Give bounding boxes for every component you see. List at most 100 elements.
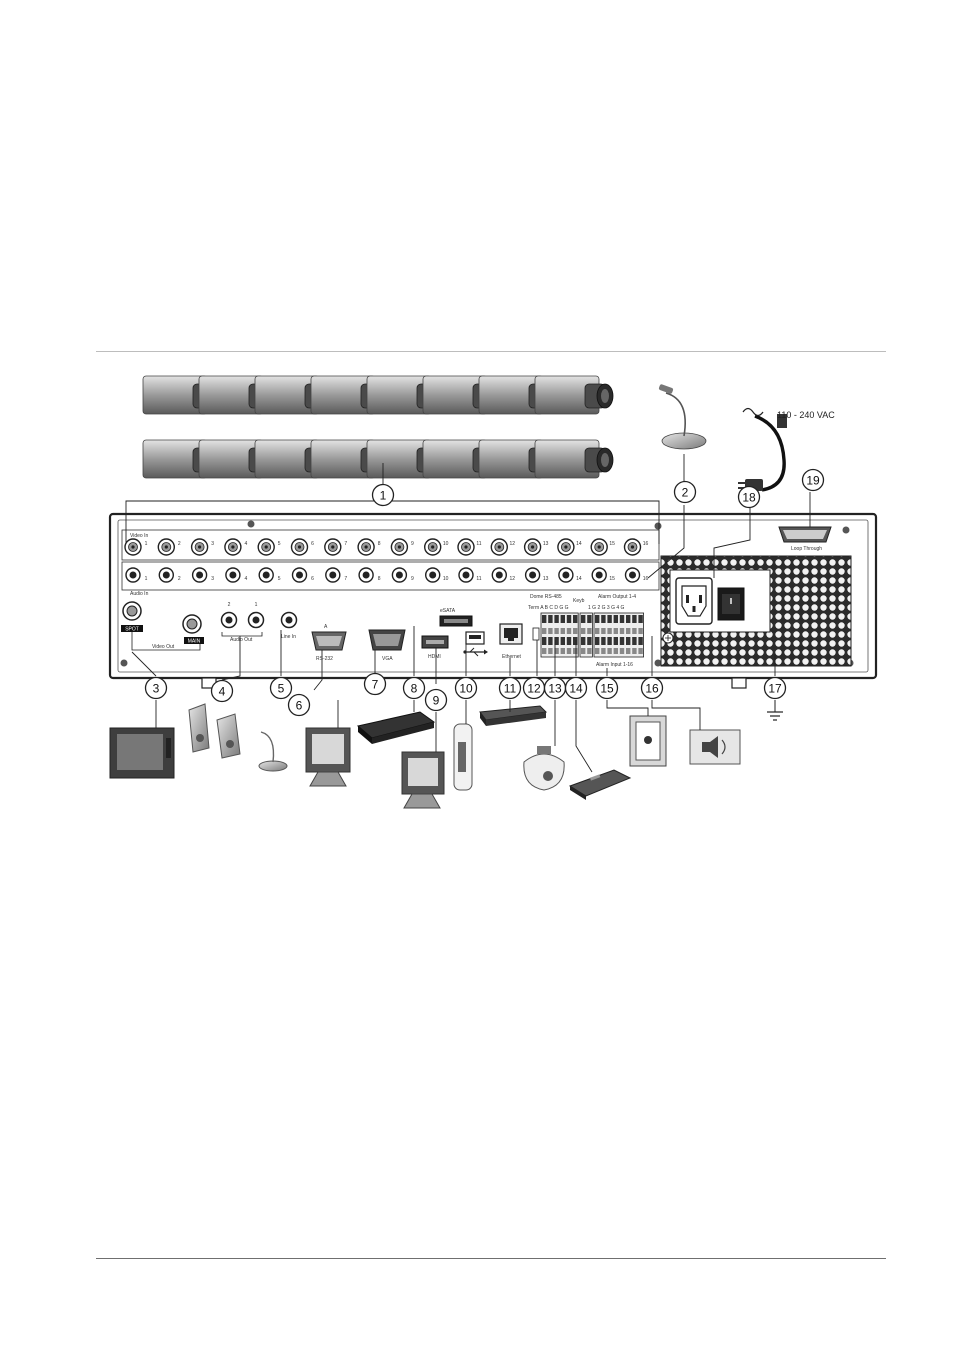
loop-through-port[interactable] (778, 526, 832, 543)
audio-in-number: 2 (178, 576, 181, 582)
rs232-label: RS-232 (316, 656, 333, 662)
video-in-port[interactable] (324, 538, 342, 556)
audio-in-port[interactable] (491, 567, 507, 583)
video-in-port[interactable] (257, 538, 275, 556)
video-in-number: 9 (411, 541, 414, 547)
audio-in-port[interactable] (325, 567, 341, 583)
ethernet-port[interactable] (499, 623, 523, 645)
audio-in-number: 9 (411, 576, 414, 582)
audio-in-port[interactable] (591, 567, 607, 583)
monitor-icon (305, 727, 351, 787)
line-in-label: Line In (281, 634, 296, 640)
audio-in-port[interactable] (458, 567, 474, 583)
callout-11: 11 (498, 676, 522, 700)
video-in-port[interactable] (190, 538, 209, 556)
footer-rule (96, 1258, 886, 1259)
audio-in-port[interactable] (158, 567, 175, 583)
video-in-number: 8 (378, 541, 381, 547)
camera-array (142, 375, 614, 479)
monitor-icon (109, 727, 175, 779)
svg-text:3: 3 (153, 682, 160, 696)
callout-14: 14 (564, 676, 588, 700)
video-in-port[interactable] (124, 538, 142, 556)
svg-text:4: 4 (219, 685, 226, 699)
svg-text:15: 15 (600, 682, 614, 696)
video-in-number: 5 (278, 541, 281, 547)
keyb-label: Keyb (573, 598, 585, 604)
callout-13: 13 (543, 676, 567, 700)
rs232-port[interactable] (311, 631, 347, 651)
ground-icon (767, 700, 783, 721)
callout-3: 3 (144, 676, 168, 700)
video-in-port[interactable] (357, 538, 375, 556)
video-in-number: 1 (145, 541, 148, 547)
audio-in-port[interactable] (258, 567, 274, 583)
video-in-number: 12 (510, 541, 516, 547)
svg-text:19: 19 (806, 474, 820, 488)
power-inlet[interactable] (675, 577, 713, 625)
video-in-port[interactable] (224, 538, 242, 556)
video-out-spot-port[interactable]: SPOT (121, 601, 143, 633)
alarm-output-label: Alarm Output 1-4 (598, 594, 636, 600)
audio-in-port[interactable] (624, 567, 641, 583)
callout-7: 7 (363, 672, 387, 696)
callout-17: 17 (763, 676, 787, 700)
audio-in-number: 7 (344, 576, 347, 582)
video-in-port[interactable] (157, 538, 176, 556)
callout-2: 2 (673, 480, 697, 504)
video-out-main-port[interactable]: MAIN (182, 614, 204, 645)
video-in-port[interactable] (490, 538, 508, 556)
monitor-icon (401, 751, 445, 809)
video-in-port[interactable] (557, 538, 575, 556)
vga-label: VGA (382, 656, 393, 662)
audio-out-1-port[interactable] (247, 611, 265, 629)
audio-in-port[interactable] (391, 567, 408, 583)
video-in-number: 10 (443, 541, 449, 547)
audio-in-port[interactable] (291, 567, 308, 583)
video-in-port[interactable] (390, 538, 409, 556)
audio-in-number: 1 (145, 576, 148, 582)
audio-in-port[interactable] (191, 567, 208, 583)
keyboard-icon (568, 769, 632, 800)
svg-text:7: 7 (372, 678, 379, 692)
callout-18: 18 (737, 485, 761, 509)
esata-port[interactable] (439, 615, 473, 627)
svg-text:1: 1 (380, 489, 387, 503)
audio-in-port[interactable] (558, 567, 574, 583)
video-in-label: Video In (130, 533, 148, 539)
audio-in-port[interactable] (225, 567, 241, 583)
dome-rs485-terminal[interactable] (540, 612, 579, 658)
video-in-number: 4 (245, 541, 248, 547)
power-switch[interactable] (717, 587, 745, 621)
video-in-number: 16 (643, 541, 649, 547)
svg-text:10: 10 (459, 682, 473, 696)
svg-text:8: 8 (411, 682, 418, 696)
video-in-port[interactable] (290, 538, 309, 556)
keyboard-terminal[interactable] (579, 612, 593, 658)
video-in-port[interactable] (424, 538, 442, 556)
alarm-io-terminal[interactable] (593, 612, 644, 658)
power-plug-icon (738, 414, 787, 492)
callout-1: 1 (371, 483, 395, 507)
audio-in-port[interactable] (425, 567, 441, 583)
audio-out-2-port[interactable] (220, 611, 238, 629)
svg-text:11: 11 (504, 682, 517, 696)
header-rule (96, 351, 886, 352)
video-in-port[interactable] (623, 538, 642, 556)
svg-text:6: 6 (296, 699, 303, 713)
alarm-input-label: Alarm Input 1-16 (596, 662, 633, 668)
line-in-port[interactable] (280, 611, 298, 629)
video-in-port[interactable] (523, 538, 542, 556)
svg-text:17: 17 (768, 682, 782, 696)
usb-port[interactable] (465, 631, 485, 645)
audio-in-port[interactable] (125, 567, 141, 583)
ethernet-label: Ethernet (502, 654, 522, 660)
audio-in-port[interactable] (358, 567, 374, 583)
video-in-port[interactable] (457, 538, 475, 556)
vga-port[interactable] (368, 629, 406, 651)
hdmi-port[interactable] (421, 635, 449, 649)
callout-6: 6 (287, 693, 311, 717)
audio-in-port[interactable] (524, 567, 541, 583)
video-in-port[interactable] (590, 538, 608, 556)
